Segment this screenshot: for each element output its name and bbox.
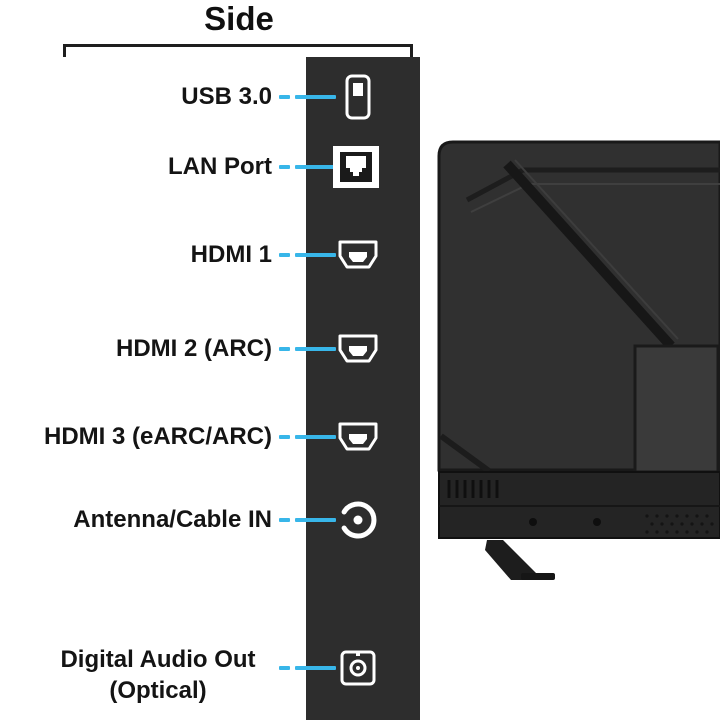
coax-port-icon bbox=[337, 499, 379, 541]
port-label-antenna: Antenna/Cable IN bbox=[73, 506, 272, 533]
optical-port-icon bbox=[339, 649, 377, 687]
connector-line-usb bbox=[279, 95, 336, 99]
connector-line-hdmi3 bbox=[279, 435, 336, 439]
connector-line-antenna bbox=[279, 518, 336, 522]
hdmi-port-icon bbox=[336, 421, 380, 453]
hdmi-port-icon bbox=[336, 239, 380, 271]
lan-port-icon bbox=[332, 145, 380, 189]
port-label-hdmi3: HDMI 3 (eARC/ARC) bbox=[44, 423, 272, 450]
port-label-lan: LAN Port bbox=[168, 153, 272, 180]
connector-line-hdmi2 bbox=[279, 347, 336, 351]
usb-port-icon bbox=[345, 74, 371, 120]
port-label-optical: Digital Audio Out (Optical) bbox=[60, 646, 256, 704]
port-label-hdmi2: HDMI 2 (ARC) bbox=[116, 335, 272, 362]
connector-line-hdmi1 bbox=[279, 253, 336, 257]
port-label-usb: USB 3.0 bbox=[181, 83, 272, 110]
connector-line-lan bbox=[279, 165, 336, 169]
tv-back-illustration bbox=[437, 140, 720, 580]
hdmi-port-icon bbox=[336, 333, 380, 365]
top-bracket bbox=[63, 44, 413, 57]
port-label-hdmi1: HDMI 1 bbox=[190, 241, 272, 268]
connector-line-optical bbox=[279, 666, 336, 670]
page-title: Side bbox=[204, 0, 274, 37]
